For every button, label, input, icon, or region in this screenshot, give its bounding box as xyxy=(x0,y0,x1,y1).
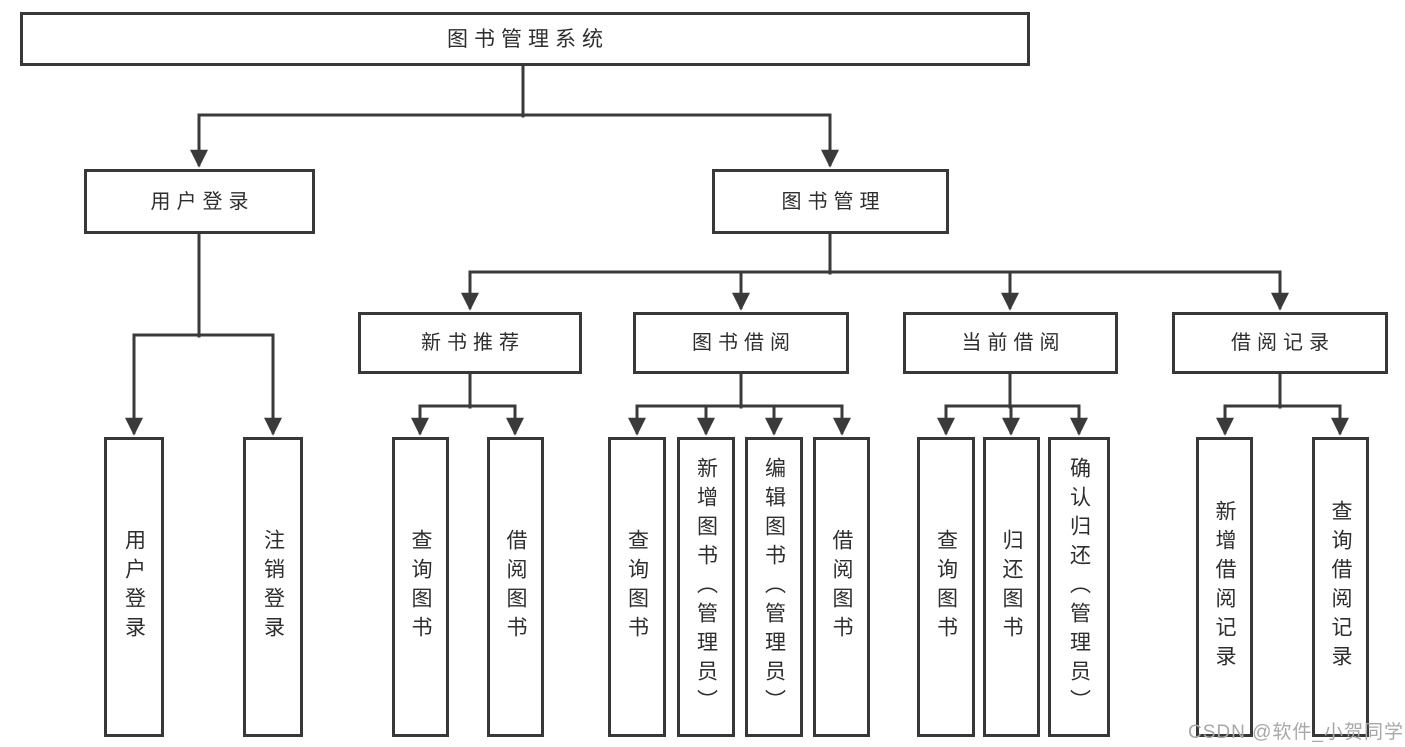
leaf-user-login: 用户登录 xyxy=(104,437,164,737)
node-label: 当前借阅 xyxy=(961,332,1066,354)
leaf-return-books: 归还图书 xyxy=(983,437,1040,737)
node-borrowing-records: 借阅记录 xyxy=(1172,312,1388,374)
leaf-borrow-books-recommend: 借阅图书 xyxy=(487,437,544,737)
leaf-add-book-admin: 新增图书（管理员） xyxy=(677,437,735,737)
node-book-management: 图书管理 xyxy=(712,169,949,234)
node-label: 用户登录 xyxy=(122,529,147,645)
node-label: 借阅记录 xyxy=(1231,332,1335,354)
node-label: 图书借阅 xyxy=(692,332,796,354)
leaf-borrow-books: 借阅图书 xyxy=(813,437,870,737)
node-label: 新书推荐 xyxy=(421,332,525,354)
leaf-query-books-recommend: 查询图书 xyxy=(392,437,449,737)
csdn-watermark: CSDN @软件_小贺同学 xyxy=(1188,722,1404,743)
node-label: 查询图书 xyxy=(409,529,433,645)
leaf-query-borrow-record: 查询借阅记录 xyxy=(1312,437,1369,737)
leaf-edit-book-admin: 编辑图书（管理员） xyxy=(745,437,803,737)
node-label: 新增借阅记录 xyxy=(1213,500,1237,674)
leaf-query-books-current: 查询图书 xyxy=(917,437,975,737)
node-label: 图书管理系统 xyxy=(447,26,609,51)
node-label: 用户登录 xyxy=(150,190,255,213)
node-label: 借阅图书 xyxy=(830,529,854,645)
node-library-management-system: 图书管理系统 xyxy=(20,12,1030,66)
node-label: 确认归还（管理员） xyxy=(1067,456,1092,718)
leaf-add-borrow-record: 新增借阅记录 xyxy=(1196,437,1253,737)
connector-elbows xyxy=(132,64,1342,409)
node-label: 图书管理 xyxy=(781,190,886,213)
leaf-confirm-return-admin: 确认归还（管理员） xyxy=(1048,437,1110,737)
node-book-borrowing: 图书借阅 xyxy=(633,312,849,374)
node-label: 编辑图书（管理员） xyxy=(762,456,787,718)
node-label: 归还图书 xyxy=(1000,529,1024,645)
node-label: 查询借阅记录 xyxy=(1329,500,1353,674)
node-current-borrowing: 当前借阅 xyxy=(903,312,1118,374)
node-label: 查询图书 xyxy=(934,529,959,645)
leaf-query-books-borrow: 查询图书 xyxy=(608,437,666,737)
node-user-login: 用户登录 xyxy=(84,169,315,234)
node-new-book-recommendation: 新书推荐 xyxy=(358,312,582,374)
node-label: 借阅图书 xyxy=(504,529,528,645)
node-label: 新增图书（管理员） xyxy=(694,456,719,718)
node-label: 查询图书 xyxy=(625,529,650,645)
node-label: 注销登录 xyxy=(261,529,286,645)
leaf-logout: 注销登录 xyxy=(243,437,303,737)
connector-arrows xyxy=(125,115,1349,436)
